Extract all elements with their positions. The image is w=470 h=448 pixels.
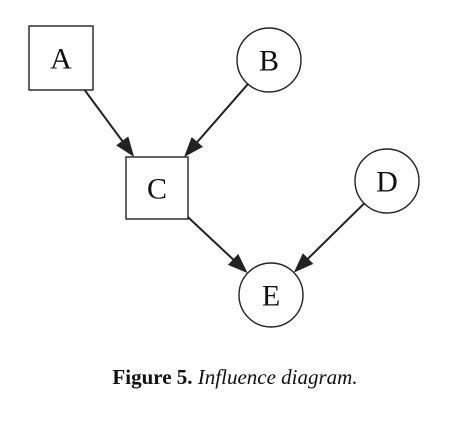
edge-a-to-c [83, 89, 125, 144]
arrowhead-b-to-c [184, 137, 203, 157]
edge-d-to-e [305, 202, 365, 261]
figure-caption: Figure 5. Influence diagram. [0, 365, 470, 390]
figure-caption-text: Influence diagram. [197, 365, 358, 389]
nodes-layer: A B C D E [28, 25, 420, 328]
node-b: B [236, 27, 302, 93]
node-a: A [28, 25, 94, 91]
node-c: C [125, 156, 189, 220]
decision-node-square [28, 25, 94, 91]
node-label-b: B [259, 45, 279, 78]
chance-node-circle [236, 27, 302, 93]
arrowhead-c-to-e [227, 253, 248, 274]
edges-layer [83, 83, 365, 274]
node-label-a: A [50, 43, 72, 76]
chance-node-circle [354, 148, 420, 214]
figure-label: Figure 5. [112, 365, 193, 389]
edge-b-to-c [195, 83, 249, 145]
node-label-d: D [376, 166, 398, 199]
edge-c-to-e [187, 216, 236, 262]
node-label-e: E [262, 280, 280, 313]
node-d: D [354, 148, 420, 214]
decision-node-square [125, 156, 189, 220]
chance-node-circle [238, 262, 304, 328]
node-e: E [238, 262, 304, 328]
arrowhead-d-to-e [293, 253, 314, 273]
node-label-c: C [147, 173, 167, 206]
arrowhead-a-to-c [116, 136, 135, 157]
